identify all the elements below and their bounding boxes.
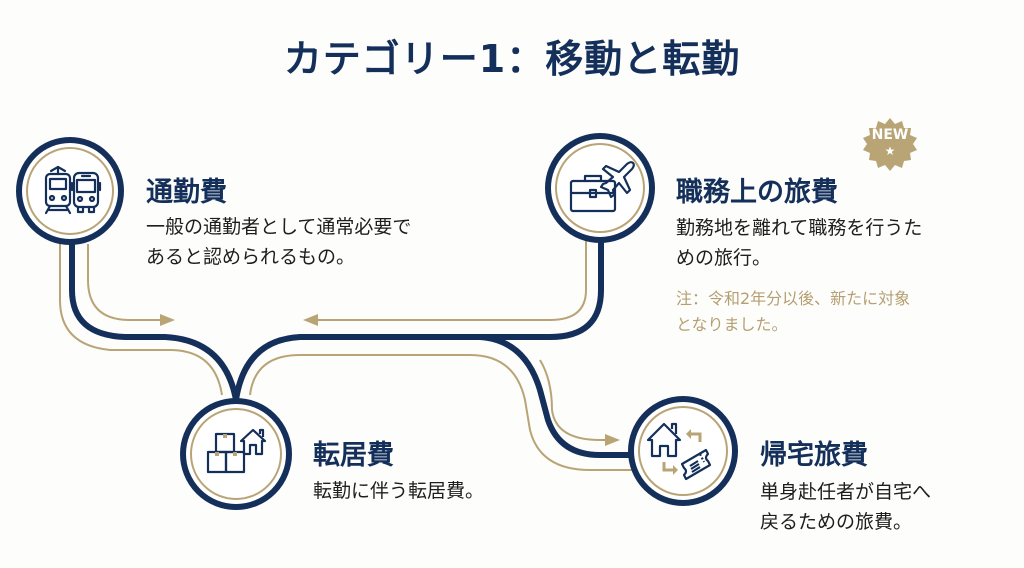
commute-title: 通勤費 [146, 177, 227, 208]
relocation-desc-line-1: 転勤に伴う転居費。 [313, 480, 485, 502]
arrow-to-relocation-left [160, 314, 175, 326]
new-badge: NEW ★ [858, 116, 922, 174]
home-leave-title: 帰宅旅費 [760, 440, 868, 471]
gold-rail-commute-outer [59, 244, 223, 396]
business-trip-circle [545, 133, 655, 243]
business-trip-note-line-1: 注：令和2年分以後、新たに対象 [676, 289, 911, 308]
commute-desc-line-1: 一般の通勤者として通常必要で [146, 216, 412, 238]
train-bus-icon [44, 165, 102, 215]
badge-starburst-icon [863, 118, 917, 171]
page-title: カテゴリー1：移動と転勤 [283, 37, 741, 81]
business-trip-desc-line-2: めの旅行。 [676, 247, 772, 269]
arrow-to-relocation-right [303, 314, 318, 326]
navy-line-commute [69, 241, 239, 403]
star-icon: ★ [884, 144, 896, 158]
business-trip-title: 職務上の旅費 [676, 177, 838, 208]
navy-line-trip [233, 235, 604, 403]
gold-rail-commute-inner [87, 244, 170, 321]
home-leave-desc-line-2: 戻るための旅費。 [760, 511, 913, 533]
business-trip-desc-line-1: 勤務地を離れて職務を行うた [676, 217, 923, 239]
arrow-to-home-leave [605, 434, 620, 446]
commute-circle [16, 137, 124, 245]
new-badge-label: NEW [871, 127, 909, 143]
relocation-title: 転居費 [313, 440, 394, 471]
home-leave-circle [628, 396, 738, 506]
business-trip-note-line-2: となりました。 [676, 315, 788, 334]
gold-rail-trip-inner [310, 240, 587, 321]
relocation-circle [180, 398, 292, 510]
home-leave-desc-line-1: 単身赴任者が自宅へ [760, 481, 932, 503]
navy-line-home-leave [477, 334, 633, 458]
gold-rail-right-inner [539, 359, 615, 441]
commute-desc-line-2: あると認められるもの。 [146, 246, 356, 268]
briefcase-airplane-icon [569, 161, 635, 213]
boxes-house-icon [206, 428, 267, 474]
gold-rail-center [249, 354, 640, 471]
house-ticket-icon [646, 422, 712, 481]
